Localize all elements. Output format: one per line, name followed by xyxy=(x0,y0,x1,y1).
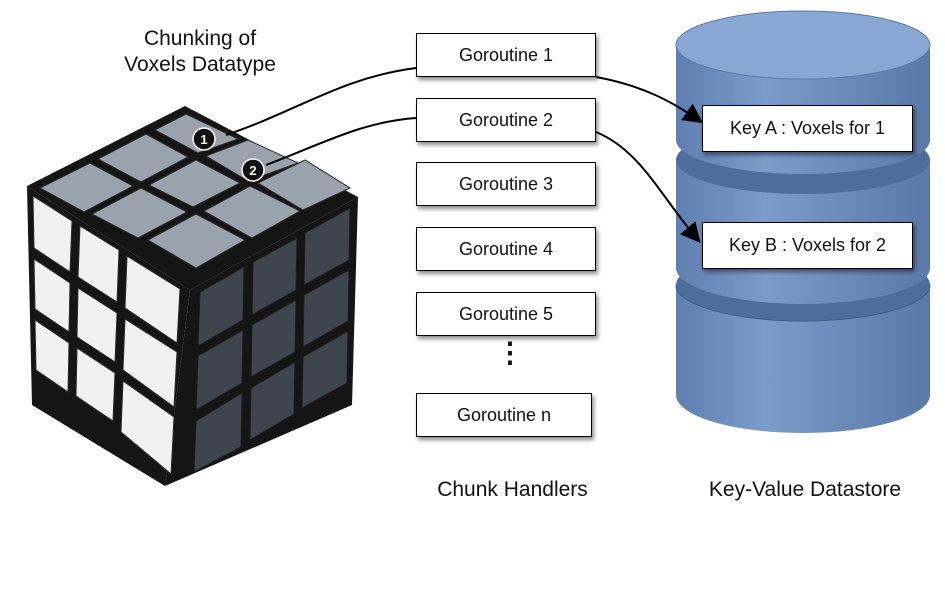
chunk-badge-2 xyxy=(241,158,265,182)
goroutine-5-box: Goroutine 5 xyxy=(416,292,596,336)
arrow-goroutine2-keyB xyxy=(595,131,701,244)
goroutine-n-box: Goroutine n xyxy=(416,393,592,437)
goroutine-2-box: Goroutine 2 xyxy=(416,98,596,142)
voxel-cube: 1 2 xyxy=(27,106,358,486)
cube-title-line2: Voxels Datatype xyxy=(124,53,276,76)
goroutine-4-box: Goroutine 4 xyxy=(416,227,596,271)
link-chunk2-goroutine2 xyxy=(265,117,417,166)
chunk-badge-1 xyxy=(192,127,216,151)
datastore-caption: Key-Value Datastore xyxy=(708,478,902,501)
arrow-goroutine1-keyA xyxy=(595,76,704,124)
cube-title: Chunking of Voxels Datatype xyxy=(100,26,300,78)
chunk-badge-2-label: 2 xyxy=(249,163,256,178)
goroutine-ellipsis: ⋮ xyxy=(496,337,524,368)
goroutine-3-box: Goroutine 3 xyxy=(416,162,596,206)
key-b-box: Key B : Voxels for 2 xyxy=(702,222,913,269)
goroutine-1-box: Goroutine 1 xyxy=(416,33,596,77)
chunk-handlers-caption: Chunk Handlers xyxy=(437,478,588,501)
chunk-badge-1-label: 1 xyxy=(200,132,207,147)
link-chunk1-goroutine1 xyxy=(225,67,417,136)
key-a-box: Key A : Voxels for 1 xyxy=(702,105,913,152)
cube-title-line1: Chunking of xyxy=(143,27,257,50)
